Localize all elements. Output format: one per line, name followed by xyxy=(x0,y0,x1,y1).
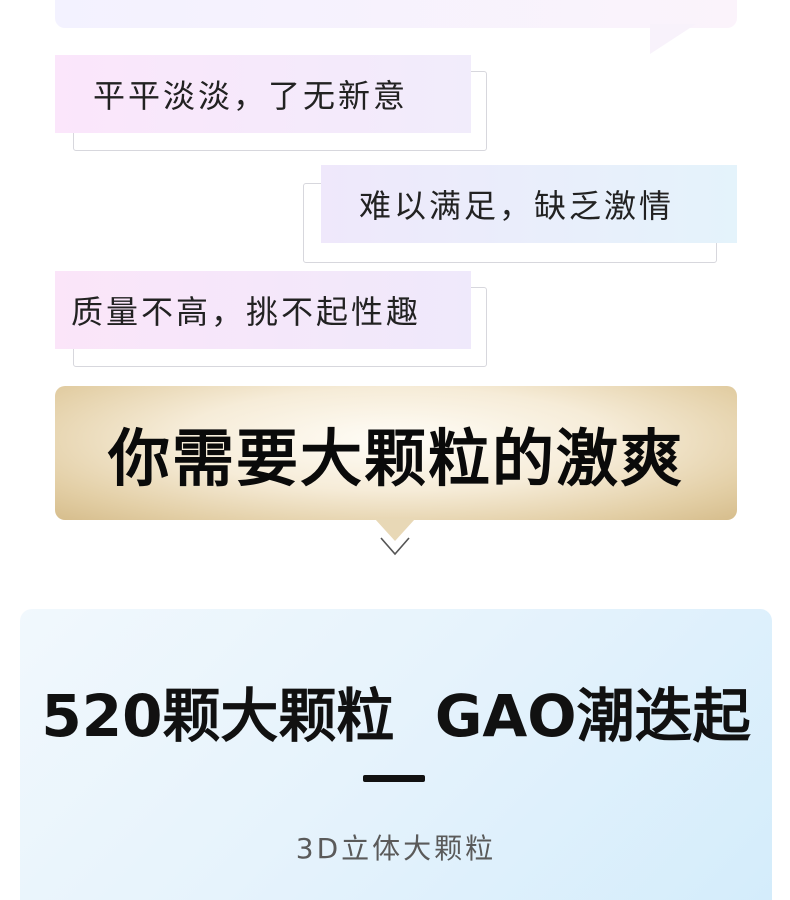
chat-bubble-tail xyxy=(650,24,696,54)
chat-bubble-3: 质量不高，挑不起性趣 xyxy=(55,271,487,367)
banner-tail xyxy=(375,519,415,541)
feature-section: 520颗大颗粒 GAO潮迭起 3D立体大颗粒 xyxy=(20,609,772,900)
bubble-text: 平平淡淡，了无新意 xyxy=(55,55,471,133)
bubble-text: 质量不高，挑不起性趣 xyxy=(55,271,471,349)
feature-title: 520颗大颗粒 GAO潮迭起 xyxy=(41,682,751,750)
banner-title: 你需要大颗粒的激爽 xyxy=(107,422,684,495)
partial-chat-bubble xyxy=(55,0,737,28)
chat-bubble-2: 难以满足，缺乏激情 xyxy=(303,165,737,263)
chat-bubble-1: 平平淡淡，了无新意 xyxy=(55,55,487,151)
feature-subtitle: 3D立体大颗粒 xyxy=(295,832,497,865)
gold-banner: 你需要大颗粒的激爽 xyxy=(55,386,737,520)
chevron-down-icon xyxy=(380,537,410,556)
bubble-text: 难以满足，缺乏激情 xyxy=(321,165,737,243)
title-divider xyxy=(363,775,425,782)
